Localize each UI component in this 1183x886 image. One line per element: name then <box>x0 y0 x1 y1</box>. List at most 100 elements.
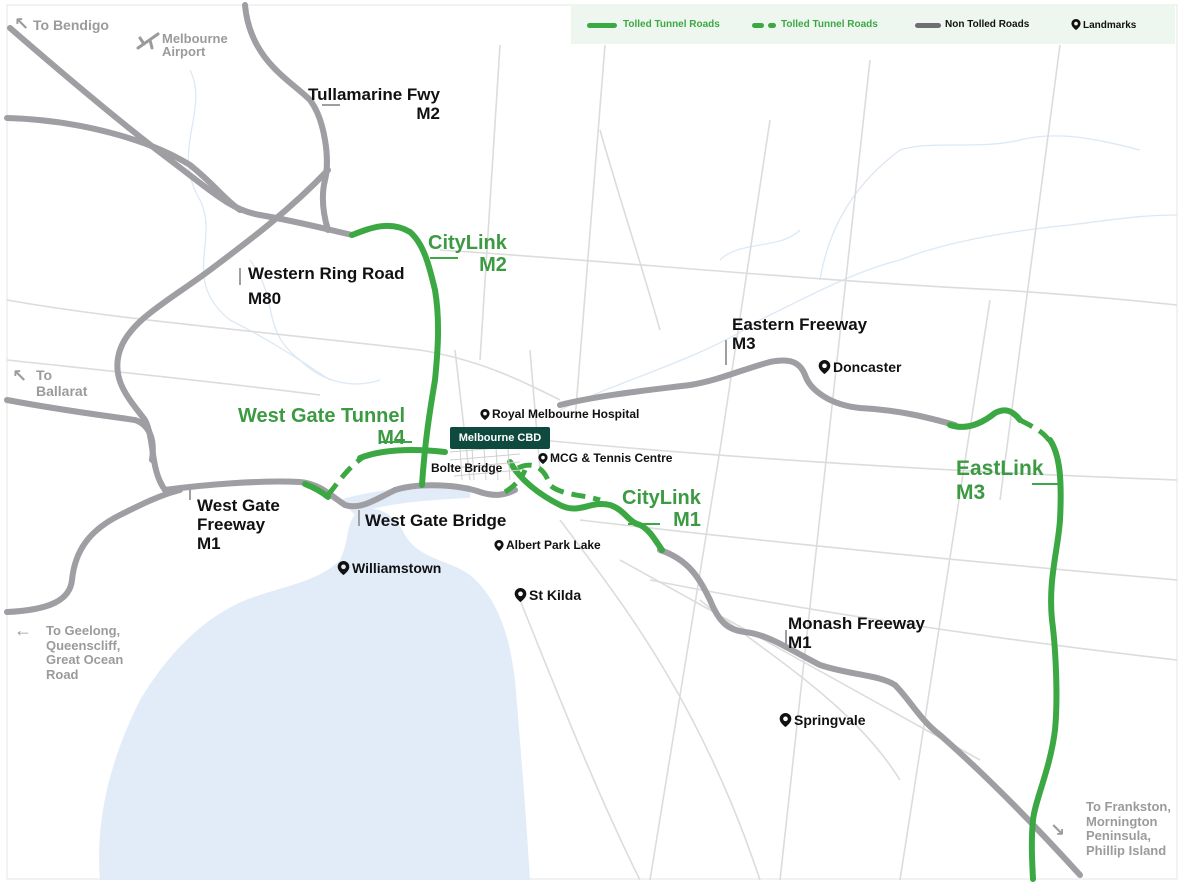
eastlink-name: EastLink <box>956 457 1044 480</box>
legend-landmarks: Landmarks <box>1071 19 1136 31</box>
pin-icon <box>337 561 350 575</box>
rmh-label: Royal Melbourne Hospital <box>492 407 640 421</box>
tullamarine-code: M2 <box>416 104 440 124</box>
westgate-tunnel-dashed <box>326 455 364 497</box>
road-ballarat <box>4 397 156 463</box>
road-bendigo-tullamarine <box>7 25 355 238</box>
road-monash-fwy <box>657 547 1083 878</box>
eastern-name: Eastern Freeway <box>732 315 868 334</box>
citylink-north-code: M2 <box>479 254 507 277</box>
minor-roads <box>6 44 1178 881</box>
to-ballarat-label: ↖ To Ballarat <box>12 366 88 399</box>
citylink-m1-label: CityLink M1 <box>622 487 701 532</box>
westgate-bridge-label: West Gate Bridge <box>365 511 507 530</box>
monash-code: M1 <box>788 633 812 653</box>
legend-tolled-dashed-label: Tolled Tunnel Roads <box>781 19 878 30</box>
citylink-south-name: CityLink <box>622 487 701 509</box>
landmark-doncaster: Doncaster <box>818 359 902 376</box>
pin-icon <box>818 360 831 374</box>
st-kilda-label: St Kilda <box>529 587 582 603</box>
citylink-dashed-loop <box>516 462 601 503</box>
westgate-tunnel-label: West Gate Tunnel M4 <box>238 405 405 450</box>
eastern-fwy-label: Eastern Freeway M3 <box>732 315 867 353</box>
geelong-line-2: Queenscliff, <box>46 637 121 653</box>
westgate-fwy-label: West Gate Freeway M1 <box>197 496 280 553</box>
westgate-tunnel-west <box>302 481 331 500</box>
label-ticks <box>189 104 1058 648</box>
landmark-rmh: Royal Melbourne Hospital <box>480 407 640 421</box>
geelong-line-4: Road <box>46 666 79 682</box>
road-eastern-fwy <box>557 357 958 428</box>
pin-icon <box>494 540 504 551</box>
cbd-grid <box>449 445 521 481</box>
legend-tolled-swatch <box>587 23 617 28</box>
westgate-fwy-line-2: Freeway <box>197 515 266 535</box>
eastlink-code: M3 <box>956 480 986 504</box>
legend-tolled-label: Tolled Tunnel Roads <box>623 19 720 30</box>
tullamarine-fwy-label: Tullamarine Fwy M2 <box>308 85 440 123</box>
frankston-line-2: Mornington <box>1086 813 1158 829</box>
eastlink-label: EastLink M3 <box>956 457 1044 504</box>
williamstown-label: Williamstown <box>352 560 442 576</box>
citylink-north-name: CityLink <box>428 232 507 254</box>
road-westgate-fwy <box>162 478 518 510</box>
to-frankston-label: ↘ To Frankston, Mornington Peninsula, Ph… <box>1050 799 1171 858</box>
pin-icon <box>779 713 792 727</box>
to-geelong-label: ← To Geelong, Queenscliff, Great Ocean R… <box>14 620 123 682</box>
doncaster-label: Doncaster <box>833 359 902 375</box>
western-ring-code: M80 <box>248 288 282 308</box>
eastlink-dashed <box>1018 417 1055 447</box>
pin-icon <box>538 453 548 464</box>
landmark-springvale: Springvale <box>779 712 866 729</box>
mcg-label: MCG & Tennis Centre <box>550 451 673 465</box>
westgate-tunnel-code: M4 <box>377 427 406 450</box>
pin-icon <box>514 588 527 602</box>
map-legend: Tolled Tunnel Roads Tolled Tunnel Roads … <box>571 4 1175 44</box>
legend-landmarks-label: Landmarks <box>1083 20 1137 31</box>
pin-icon <box>480 409 490 420</box>
western-ring-name: Western Ring Road <box>248 264 405 283</box>
legend-non-tolled-swatch <box>915 23 941 28</box>
arrow-down-right-icon: ↘ <box>1050 820 1066 840</box>
eastlink-m3 <box>1028 437 1064 882</box>
tolled-roads <box>302 222 1064 882</box>
citylink-south-code: M1 <box>673 509 701 532</box>
ballarat-line-2: Ballarat <box>36 382 88 399</box>
tolled-roads-dashed <box>326 417 1055 503</box>
tullamarine-name: Tullamarine Fwy <box>308 85 440 104</box>
geelong-line-1: To Geelong, <box>46 623 121 638</box>
yarra-mouth <box>340 485 470 515</box>
landmark-bolte-bridge: Bolte Bridge <box>431 461 503 475</box>
landmark-albert-park: Albert Park Lake <box>494 538 601 552</box>
westgate-tunnel-east <box>357 447 448 461</box>
frankston-line-1: To Frankston, <box>1086 799 1171 814</box>
landmark-mcg: MCG & Tennis Centre <box>538 451 673 465</box>
frankston-line-3: Peninsula, <box>1086 828 1152 844</box>
road-geelong <box>4 487 183 615</box>
arrow-up-left-icon: ↖ <box>12 366 28 386</box>
monash-name: Monash Freeway <box>788 614 925 633</box>
airport-label: Melbourne Airport <box>162 32 228 58</box>
plane-icon <box>136 32 160 50</box>
to-bendigo-text: To Bendigo <box>32 17 109 33</box>
legend-tolled-dashed-swatch-b <box>768 23 776 28</box>
citylink-dashed-link <box>503 469 528 495</box>
albert-park-label: Albert Park Lake <box>506 538 601 552</box>
arrow-left-icon: ← <box>14 620 32 640</box>
landmark-st-kilda: St Kilda <box>514 587 582 604</box>
arrow-up-left-icon: ↖ <box>14 14 30 34</box>
pin-icon <box>1071 19 1081 30</box>
westgate-fwy-line-1: West Gate <box>197 496 280 515</box>
ballarat-line-1: To <box>36 367 53 383</box>
western-ring-label: Western Ring Road M80 <box>248 262 404 311</box>
springvale-label: Springvale <box>794 712 866 728</box>
citylink-m1 <box>507 459 665 553</box>
non-tolled-roads <box>4 2 1083 878</box>
airport-line-2: Airport <box>162 44 206 59</box>
monash-fwy-label: Monash Freeway M1 <box>788 614 925 652</box>
airport-line-1: Melbourne <box>162 31 228 46</box>
melbourne-cbd-badge: Melbourne CBD <box>450 427 550 449</box>
legend-tolled-dashed-swatch-a <box>752 23 764 28</box>
road-calder-link <box>4 115 243 213</box>
